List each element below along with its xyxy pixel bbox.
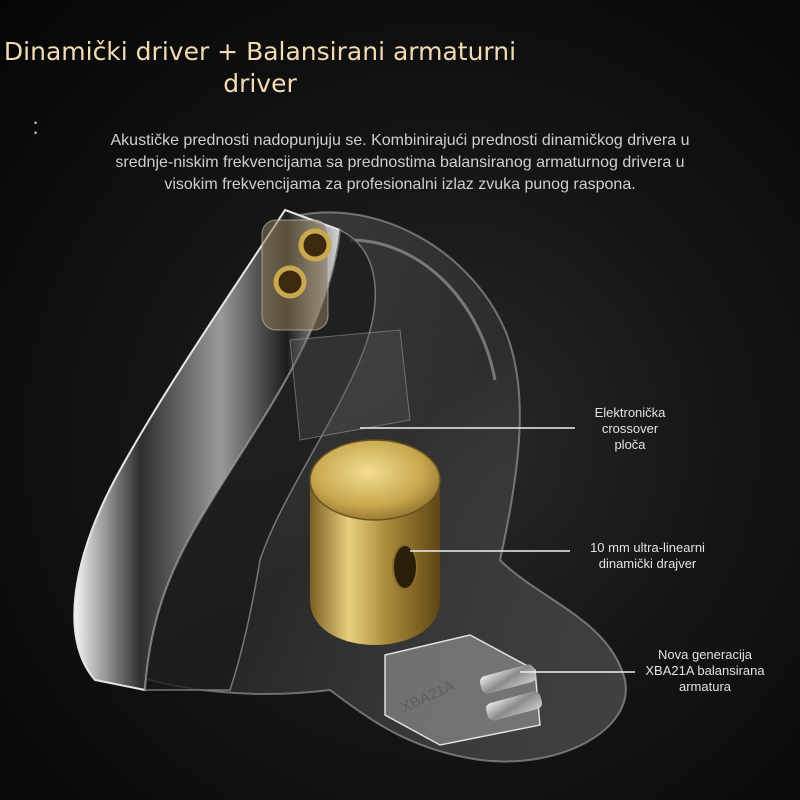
callout-crossover: Elektronička crossover ploča xyxy=(560,405,700,453)
headline-line-2: driver xyxy=(223,69,297,98)
description: Akustičke prednosti nadopunjuju se. Komb… xyxy=(40,130,760,196)
description-line-2: srednje-niskim frekvencijama sa prednost… xyxy=(115,154,685,171)
callout-dynamic-line-1: 10 mm ultra-linearni xyxy=(590,540,705,555)
description-line-3: visokim frekvencijama za profesionalni i… xyxy=(164,176,636,193)
callout-crossover-line-3: ploča xyxy=(614,437,646,452)
headline: Dinamički driver + Balansirani armaturni… xyxy=(0,36,520,100)
pin-1 xyxy=(298,228,332,262)
callout-crossover-line-2: crossover xyxy=(601,421,659,436)
shell-highlight xyxy=(349,238,497,381)
callout-crossover-line-1: Elektronička xyxy=(594,405,666,420)
dynamic-driver-face xyxy=(309,439,441,521)
callout-armature-line-1: Nova generacija xyxy=(658,647,752,662)
callout-armature-line-3: armatura xyxy=(678,679,732,694)
callout-dynamic-line-2: dinamički drajver xyxy=(598,556,697,571)
dynamic-driver-side xyxy=(310,480,440,645)
decorative-dots: •• xyxy=(34,118,38,138)
crossover-board xyxy=(289,329,411,441)
armature-tube-2 xyxy=(485,691,543,721)
pin-2 xyxy=(273,265,307,299)
description-line-1: Akustičke prednosti nadopunjuju se. Komb… xyxy=(110,132,690,149)
dynamic-driver-port xyxy=(392,544,418,590)
headline-line-1: Dinamički driver + Balansirani armaturni xyxy=(3,37,517,66)
callout-armature: Nova generacija XBA21A balansirana armat… xyxy=(620,647,790,695)
faceplate-inner xyxy=(144,228,376,691)
callout-armature-line-2: XBA21A balansirana xyxy=(645,663,765,678)
callout-dynamic-driver: 10 mm ultra-linearni dinamički drajver xyxy=(560,540,735,572)
